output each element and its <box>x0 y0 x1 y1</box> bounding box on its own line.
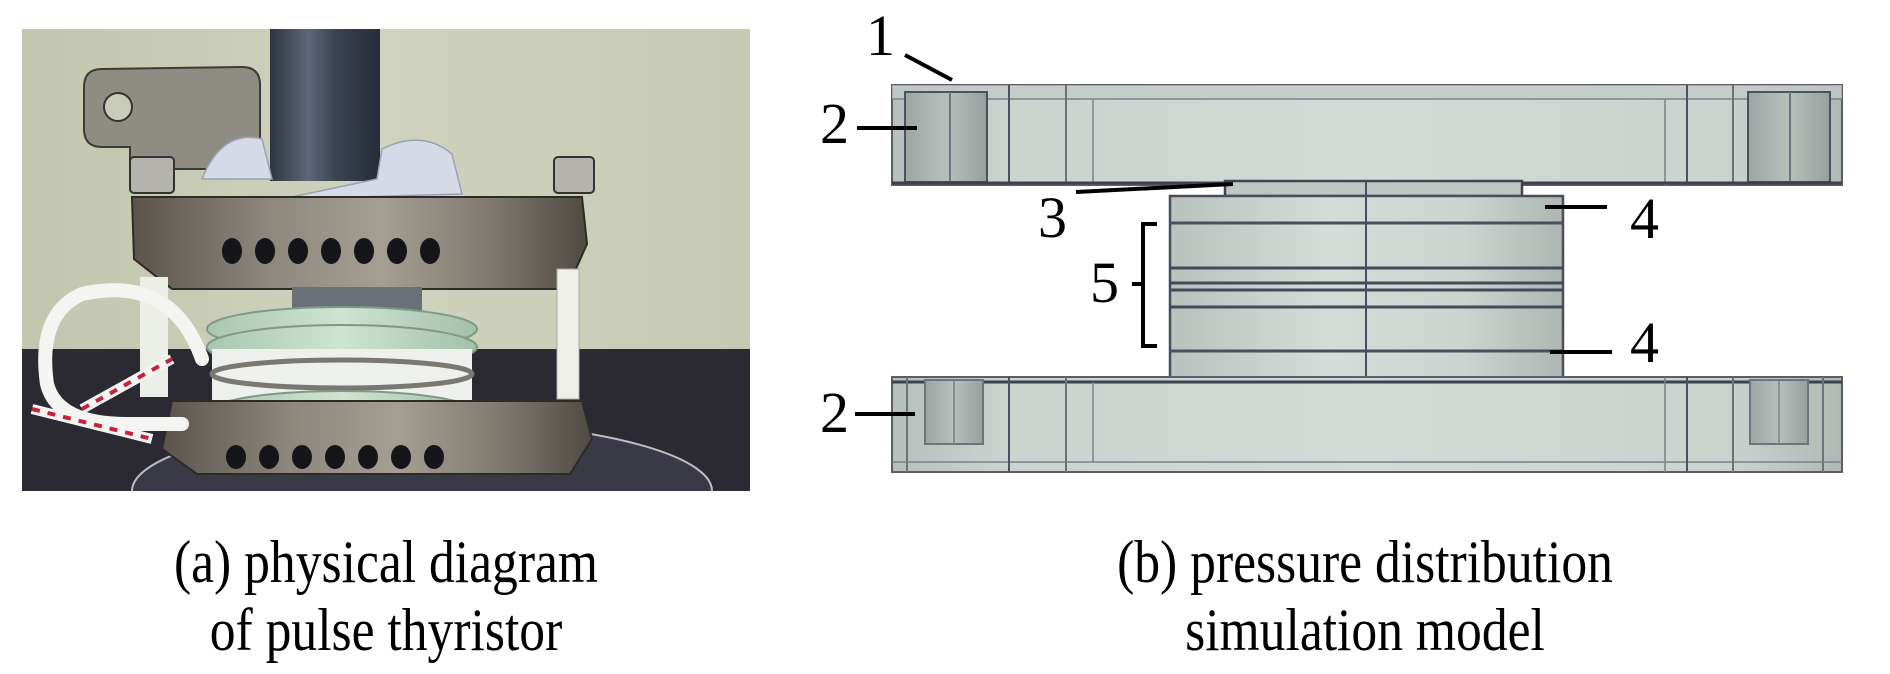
callout-label-1: 1 <box>866 3 895 68</box>
bottom-clamp-plate <box>160 400 594 475</box>
pressure-pad <box>1223 179 1524 198</box>
metal-ring <box>209 357 475 391</box>
callout-label-2-bottom: 2 <box>820 380 849 445</box>
caption-a-line-2: of pulse thyristor <box>209 597 563 663</box>
thyristor-stack <box>1168 180 1565 382</box>
press-rod <box>270 29 380 181</box>
top-plate <box>891 84 1843 186</box>
callout-3: 3 <box>1038 182 1234 250</box>
nut-left <box>129 156 175 194</box>
caption-a-line-1: (a) physical diagram <box>173 529 599 595</box>
callout-label-4-top: 4 <box>1630 186 1659 251</box>
physical-photo <box>22 29 750 491</box>
callout-4-bottom: 4 <box>1550 310 1659 375</box>
caption-b: (b) pressure distribution simulation mod… <box>991 528 1739 664</box>
bracket-hole <box>103 92 133 122</box>
nut-right <box>553 156 595 194</box>
simulation-model: 1 2 3 4 5 4 2 <box>820 3 1843 473</box>
callout-label-2-top: 2 <box>820 91 849 156</box>
cloth <box>200 136 463 200</box>
callout-2-top: 2 <box>820 91 917 156</box>
callout-5: 5 <box>1090 222 1157 348</box>
callout-2-bottom: 2 <box>820 380 915 445</box>
callout-4-top: 4 <box>1545 186 1659 251</box>
bottom-plate-holes <box>226 445 444 469</box>
caption-b-line-2: simulation model <box>1185 597 1545 663</box>
bolt-hole-left-top <box>904 91 988 183</box>
callout-label-5: 5 <box>1090 250 1119 315</box>
top-plate-holes <box>222 238 440 264</box>
bottom-plate <box>891 376 1843 473</box>
bracket <box>83 65 261 170</box>
callout-1: 1 <box>866 3 953 82</box>
gate-cable-red-stripe <box>31 357 173 441</box>
callout-label-4-bottom: 4 <box>1630 310 1659 375</box>
caption-a: (a) physical diagram of pulse thyristor <box>54 528 718 664</box>
caption-b-line-1: (b) pressure distribution <box>1117 529 1613 595</box>
white-post-right <box>556 268 580 400</box>
callout-label-3: 3 <box>1038 185 1067 250</box>
